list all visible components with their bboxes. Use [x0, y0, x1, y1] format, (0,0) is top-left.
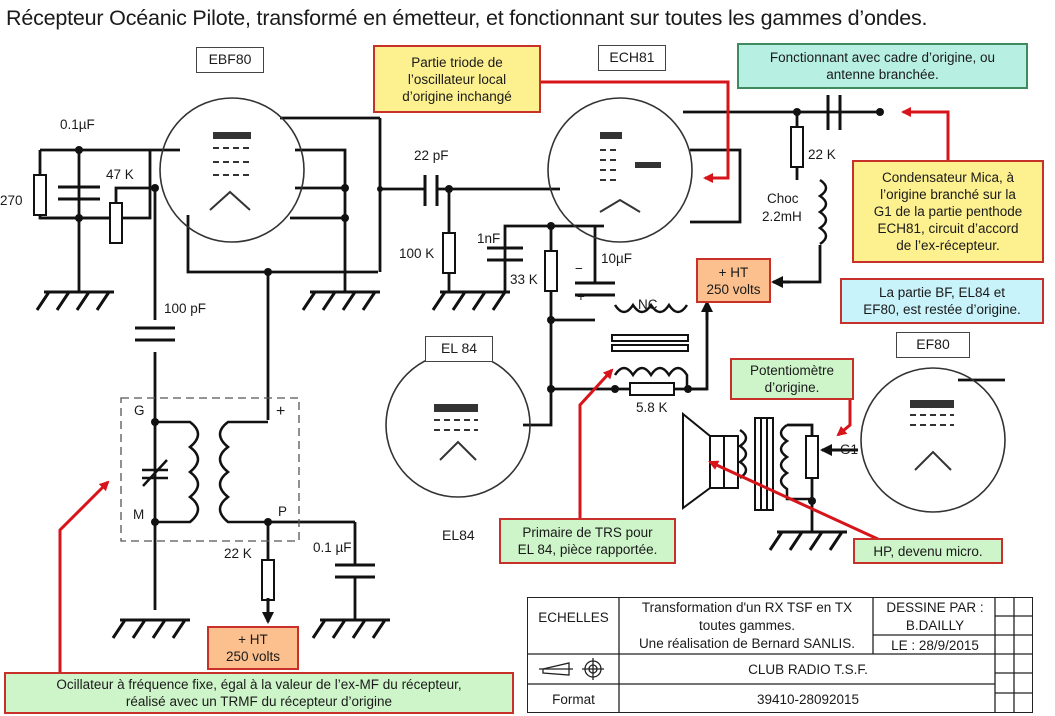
note-hp: HP, devenu micro.	[853, 538, 1003, 564]
label-c-10uf-plus: +	[577, 289, 585, 304]
note-line: HP, devenu micro.	[873, 543, 983, 559]
note-oscillator: Ocillateur à fréquence fixe, égal à la v…	[4, 672, 514, 714]
resistor-22k-top	[790, 126, 804, 168]
note-triode: Partie triode de l’oscillateur local d’o…	[373, 45, 541, 113]
resistor-47k	[109, 202, 123, 244]
label-c-100pf: 100 pF	[164, 301, 207, 316]
note-line: Condensateur Mica, à	[881, 170, 1015, 185]
choke-inductor	[817, 178, 828, 246]
speaker-trans-secondary	[779, 423, 812, 501]
trmf-primary	[155, 420, 200, 524]
tb-description: Transformation d'un RX TSF en TX toutes …	[620, 599, 874, 653]
tb-dessine-par: DESSINE PAR :	[886, 600, 984, 615]
resistor-270	[33, 174, 47, 216]
resistor-33k	[544, 250, 558, 292]
tb-echelles: ECHELLES	[538, 610, 609, 625]
label-trmf-plus: +	[276, 403, 286, 420]
label-g1: G1	[840, 442, 859, 457]
note-line: d’origine.	[764, 380, 820, 395]
label-r-270: 270	[0, 193, 23, 208]
tb-format-label: Format	[552, 692, 595, 707]
note-line: l’origine branché sur la	[880, 187, 1016, 202]
note-bf: La partie BF, EL84 et EF80, est restée d…	[840, 278, 1044, 324]
note-line: d’origine inchangé	[402, 88, 512, 104]
potentiometer	[805, 435, 819, 479]
wire	[38, 150, 152, 220]
label-r-47k: 47 K	[106, 167, 134, 182]
label-trmf-m: M	[133, 507, 145, 522]
label-c-22pf: 22 pF	[414, 148, 449, 163]
note-line: G1 de la partie penthode	[873, 204, 1023, 219]
note-line: Ocillateur à fréquence fixe, égal à la v…	[56, 677, 462, 692]
label-c-01uf-bottom: 0.1 µF	[313, 540, 352, 555]
label-r-5-8k: 5.8 K	[636, 400, 668, 415]
note-line: La partie BF, EL84 et	[878, 285, 1006, 300]
note-line: de l’ex-récepteur.	[896, 238, 1000, 253]
trmf-can	[120, 397, 300, 542]
tube-ech81	[547, 97, 693, 243]
tube-label-ech81: ECH81	[598, 45, 666, 71]
tb-date: LE : 28/9/2015	[891, 638, 979, 653]
tube-label-ef80: EF80	[896, 332, 970, 358]
label-c-01uf-top: 0.1µF	[60, 117, 95, 132]
speaker-trans-primary	[737, 428, 748, 480]
first-angle-projection-icon	[538, 657, 604, 680]
note-line: + HT	[238, 632, 268, 647]
tube-el84	[385, 352, 531, 498]
label-trmf-p: P	[278, 504, 288, 519]
diagram-title: Récepteur Océanic Pilote, transformé en …	[6, 6, 928, 30]
tb-description-line: Transformation d'un RX TSF en TX	[641, 600, 853, 615]
label-r-22k-top: 22 K	[808, 147, 836, 162]
note-line: Fonctionnant avec cadre d’origine, ou	[769, 50, 996, 65]
note-line: ECH81, circuit d’accord	[877, 221, 1019, 236]
label-choke-value: 2.2mH	[762, 209, 802, 224]
note-line: + HT	[718, 264, 749, 280]
tb-club: CLUB RADIO T.S.F.	[748, 662, 868, 677]
trs-primary	[613, 366, 689, 389]
note-antenna: Fonctionnant avec cadre d’origine, ou an…	[737, 43, 1028, 89]
tb-description-line: toutes gammes.	[698, 618, 796, 633]
tb-description-line: Une réalisation de Bernard SANLIS.	[638, 636, 856, 651]
note-ht-bottom: + HT 250 volts	[207, 626, 299, 670]
label-c-10uf: 10µF	[601, 251, 633, 266]
label-c-10uf-minus: −	[575, 261, 583, 276]
tube-ebf80	[159, 97, 305, 243]
note-mica: Condensateur Mica, à l’origine branché s…	[852, 160, 1044, 263]
resistor-100k	[442, 232, 456, 274]
resistor-5-8k	[629, 382, 675, 396]
note-line: réalisé avec un TRMF du récepteur d’orig…	[125, 694, 393, 709]
note-potentiometer: Potentiomètre d’origine.	[730, 358, 854, 400]
tube-name-el84: EL84	[442, 527, 475, 543]
tube-label-el84: EL 84	[425, 336, 493, 362]
note-trs: Primaire de TRS pour EL 84, pièce rappor…	[499, 518, 676, 564]
resistor-22k-bottom	[261, 559, 275, 601]
trs-nc	[613, 302, 689, 314]
label-choke: Choc	[767, 191, 799, 206]
trmf-secondary	[218, 420, 268, 524]
speaker-icon	[682, 411, 711, 510]
tube-label-ebf80: EBF80	[196, 47, 264, 73]
note-line: 250 volts	[225, 649, 281, 664]
note-line: l’oscillateur local	[407, 71, 507, 87]
note-line: 250 volts	[706, 281, 761, 297]
title-block: ECHELLES Transformation d'un RX TSF en T…	[526, 596, 1033, 713]
label-r-22k-bottom: 22 K	[224, 546, 252, 561]
note-line: EL 84, pièce rapportée.	[517, 542, 658, 557]
note-line: Partie triode de	[411, 54, 503, 70]
note-line: Primaire de TRS pour	[522, 525, 653, 540]
label-r-33k: 33 K	[510, 272, 538, 287]
note-ht-top: + HT 250 volts	[696, 258, 771, 303]
tb-reference: 39410-28092015	[756, 692, 860, 707]
label-nc: NC	[638, 297, 658, 312]
label-c-1nf: 1nF	[477, 231, 501, 246]
note-line: EF80, est restée d’origine.	[863, 302, 1021, 317]
label-r-100k: 100 K	[399, 246, 435, 261]
label-trmf-g: G	[134, 403, 145, 418]
title-block-grid	[526, 596, 1033, 713]
note-line: Potentiomètre	[749, 363, 835, 378]
note-line: antenne branchée.	[826, 67, 939, 82]
tb-author: B.DAILLY	[905, 618, 965, 633]
tube-ef80	[860, 367, 1006, 513]
